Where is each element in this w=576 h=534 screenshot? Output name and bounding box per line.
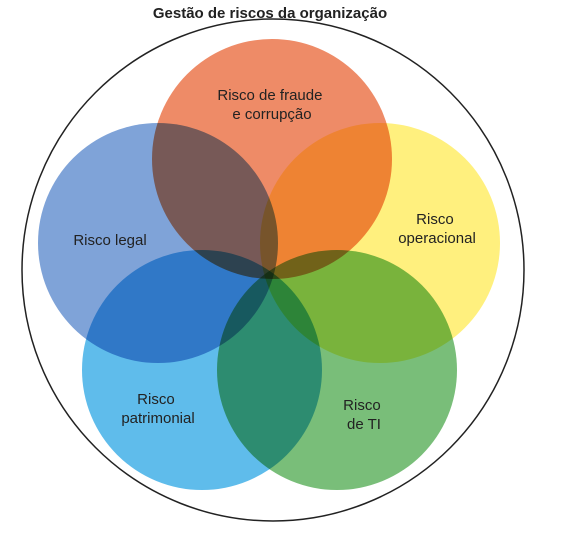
- label-risco-legal: Risco legal: [73, 232, 146, 249]
- label-risco-fraude: Risco de fraude e corrupção: [217, 87, 326, 123]
- diagram-title: Gestão de riscos da organização: [152, 5, 388, 22]
- label-risco-ti: Risco de TI: [343, 397, 385, 433]
- label-risco-operacional: Risco operacional: [398, 211, 476, 247]
- label-risco-patrimonial: Risco patrimonial: [121, 391, 194, 427]
- circle-risco-patrimonial: [82, 250, 322, 490]
- outer-boundary-circle: [21, 18, 525, 522]
